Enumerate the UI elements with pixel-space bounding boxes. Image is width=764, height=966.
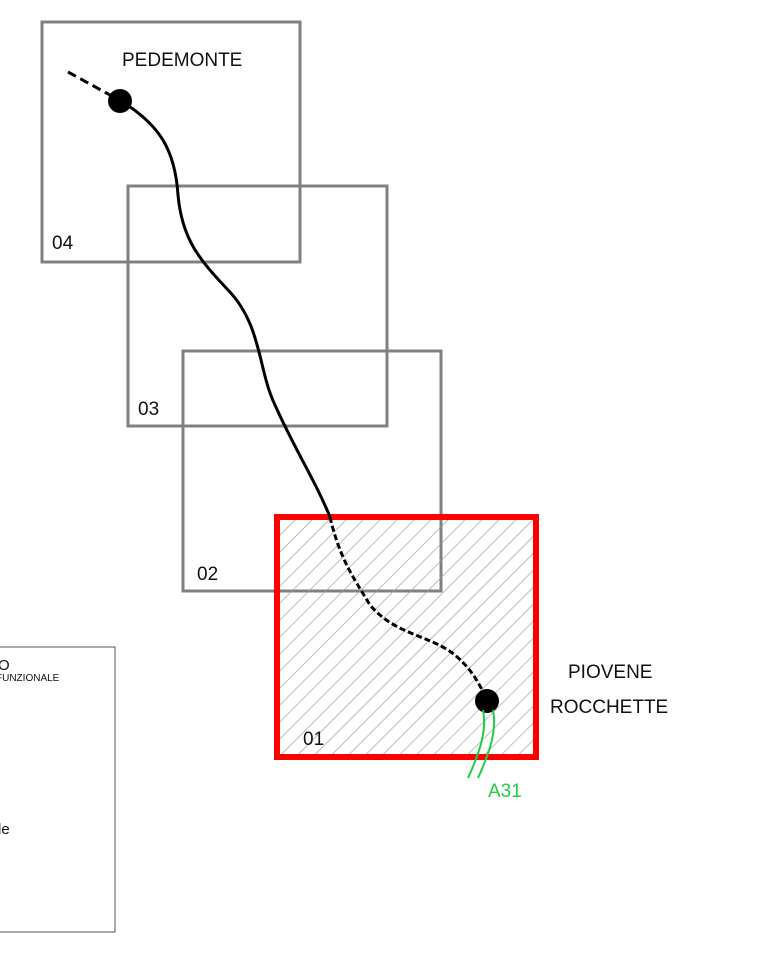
place-rocchette: ROCCHETTE [550,697,668,718]
a31-road-line-2 [477,709,496,779]
route-line-dashed [328,516,489,701]
a31-road-line-1 [467,709,486,779]
legend-line-2: FUNZIONALE [0,673,60,684]
sheet-03-frame[interactable] [126,184,389,428]
legend-line-3: le [0,821,10,838]
road-label-a31: A31 [488,781,522,802]
sheet-04-label: 04 [52,233,74,254]
legend-box [0,646,116,933]
sheet-01-frame[interactable] [274,514,539,760]
sheet-02-label: 02 [197,564,218,585]
sheet-03-label: 03 [138,399,159,420]
sheet-01-label: 01 [303,729,324,750]
legend-line-1: O [0,657,10,674]
place-pedemonte: PEDEMONTE [122,50,242,71]
place-piovene: PIOVENE [568,662,652,683]
route-start-node[interactable] [108,89,132,113]
sheet-01-hatch [277,517,536,757]
sheet-04-frame[interactable] [40,20,302,264]
route-end-node[interactable] [475,689,499,713]
route-line-solid [120,99,332,518]
